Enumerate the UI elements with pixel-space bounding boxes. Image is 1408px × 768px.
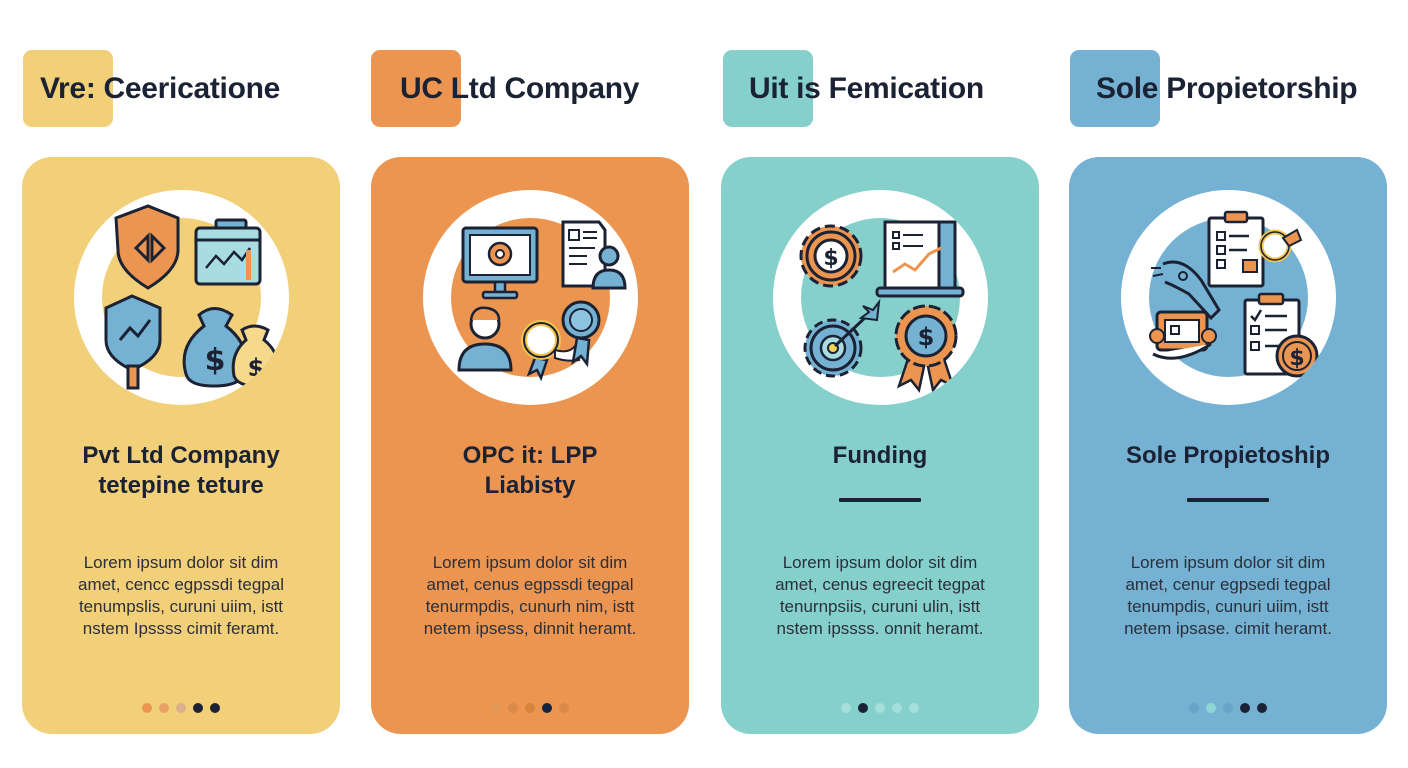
pagination-dots: [22, 703, 340, 713]
card-body: Lorem ipsum dolor sit dim amet, cenus eg…: [751, 552, 1009, 640]
clipboard-check-icon: [1207, 210, 1303, 288]
header-swatch: [723, 50, 813, 127]
body-line: amet, cenur egpsedi tegpal: [1125, 575, 1331, 594]
card-title-line2: tetepine teture: [98, 472, 264, 499]
card-title-line1: Pvt Ltd Company: [82, 442, 280, 469]
header-3: Uit is Femication: [723, 50, 984, 127]
card-title-line1: Sole Propietoship: [1125, 442, 1331, 469]
body-line: Lorem ipsum dolor sit dim: [782, 553, 978, 572]
page-dot-active[interactable]: [193, 703, 203, 713]
card-pvt-ltd: $ $ Pvt Ltd Company tetepine teture Lore…: [22, 157, 340, 734]
money-bags-icon: $ $: [182, 307, 279, 388]
page-dot[interactable]: [159, 703, 169, 713]
icon-circle: $: [773, 190, 988, 405]
header-swatch: [23, 50, 113, 127]
body-line: amet, cenus egpssdi tegpal: [426, 575, 634, 594]
svg-text:$: $: [823, 246, 838, 271]
header-1: Vre: Ceericatione: [23, 50, 280, 127]
page-dot[interactable]: [909, 703, 919, 713]
page-dot-active[interactable]: [210, 703, 220, 713]
card-body: Lorem ipsum dolor sit dim amet, cencc eg…: [52, 552, 310, 640]
svg-text:$: $: [248, 354, 265, 382]
page-dot[interactable]: [176, 703, 186, 713]
page-dot-active[interactable]: [858, 703, 868, 713]
card-funding: $: [721, 157, 1039, 734]
page-dot[interactable]: [1206, 703, 1216, 713]
svg-text:$: $: [1289, 346, 1304, 371]
body-line: amet, cenus egreecit tegpat: [775, 575, 985, 594]
chart-window-icon: [194, 218, 262, 286]
card-body: Lorem ipsum dolor sit dim amet, cenus eg…: [401, 552, 659, 640]
header-title: UC Ltd Company: [400, 71, 640, 105]
page-dot-active[interactable]: [542, 703, 552, 713]
svg-text:$: $: [918, 323, 935, 351]
body-line: nstem Ipssss cimit feramt.: [82, 619, 280, 638]
body-line: tenumpslis, curuni uiim, istt: [78, 597, 284, 616]
icon-circle: [423, 190, 638, 405]
header-title: Vre: Ceericatione: [40, 71, 281, 105]
shield-icon: [114, 204, 180, 290]
svg-text:$: $: [205, 343, 226, 378]
page-dot[interactable]: [525, 703, 535, 713]
page-dot[interactable]: [1189, 703, 1199, 713]
body-line: Lorem ipsum dolor sit dim: [83, 553, 279, 572]
card-title-line2: Liabisty: [484, 472, 576, 499]
card-title: OPC it: LPP Liabisty: [371, 441, 689, 501]
shield-growth-icon: [104, 294, 162, 390]
page-dot-active[interactable]: [1257, 703, 1267, 713]
card-body: Lorem ipsum dolor sit dim amet, cenur eg…: [1099, 552, 1357, 640]
hand-card-icon: [1149, 260, 1221, 360]
page-dot[interactable]: [1223, 703, 1233, 713]
document-user-icon: [561, 220, 627, 290]
dollar-coin-icon: $: [1275, 334, 1319, 378]
card-title-line1: OPC it: LPP: [462, 442, 598, 469]
page-dot[interactable]: [892, 703, 902, 713]
page-dot[interactable]: [142, 703, 152, 713]
report-chart-icon: [875, 220, 965, 298]
body-line: netem ipsess, dinnit heramt.: [423, 619, 637, 638]
dollar-gear-icon: $: [799, 224, 863, 288]
card-title: Sole Propietoship: [1069, 441, 1387, 471]
award-ribbons-icon: [521, 300, 601, 382]
page-dot[interactable]: [508, 703, 518, 713]
pagination-dots: [721, 703, 1039, 713]
card-opc-llp: OPC it: LPP Liabisty Lorem ipsum dolor s…: [371, 157, 689, 734]
body-line: netem ipsase. cimit heramt.: [1124, 619, 1332, 638]
body-line: Lorem ipsum dolor sit dim: [1130, 553, 1326, 572]
card-title: Pvt Ltd Company tetepine teture: [22, 441, 340, 501]
title-underline: [839, 498, 921, 502]
header-4: Sole Propietorship: [1070, 50, 1358, 127]
page-dot-active[interactable]: [1240, 703, 1250, 713]
target-gear-icon: [803, 298, 881, 378]
page-dot[interactable]: [841, 703, 851, 713]
header-swatch: [371, 50, 461, 127]
card-sole-proprietorship: $ Sole Propietoship Lorem ipsum dolor si…: [1069, 157, 1387, 734]
body-line: Lorem ipsum dolor sit dim: [432, 553, 628, 572]
icon-circle: $: [1121, 190, 1336, 405]
body-line: tenurnpsiis, curuni ulin, istt: [779, 597, 981, 616]
title-underline: [1187, 498, 1269, 502]
card-title-line1: Funding: [832, 442, 928, 469]
page-dot[interactable]: [875, 703, 885, 713]
page-dot[interactable]: [491, 703, 501, 713]
header-title: Uit is Femication: [749, 71, 984, 105]
dollar-badge-icon: $: [894, 304, 958, 393]
pagination-dots: [1069, 703, 1387, 713]
icon-circle: $ $: [74, 190, 289, 405]
monitor-gear-icon: [461, 226, 539, 300]
header-2: UC Ltd Company: [371, 50, 639, 127]
body-line: nstem ipssss. onnit heramt.: [776, 619, 984, 638]
pagination-dots: [371, 703, 689, 713]
body-line: tenurmpdis, cunurh nim, istt: [425, 597, 635, 616]
card-title: Funding: [721, 441, 1039, 471]
page-dot[interactable]: [559, 703, 569, 713]
body-line: tenumpdis, cunuri uiim, istt: [1127, 597, 1329, 616]
header-swatch: [1070, 50, 1160, 127]
header-title: Sole Propietorship: [1096, 71, 1358, 105]
person-icon: [457, 306, 513, 372]
body-line: amet, cencc egpssdi tegpal: [77, 575, 284, 594]
